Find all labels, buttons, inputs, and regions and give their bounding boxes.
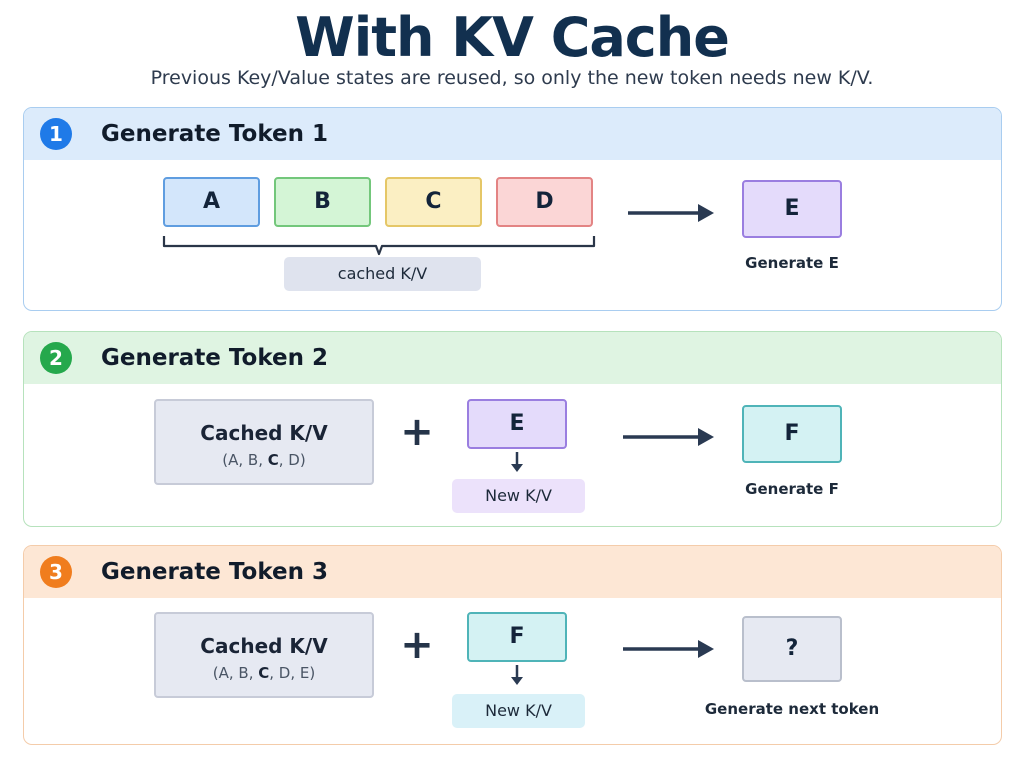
step-2-header: 2 Generate Token 2: [24, 332, 1001, 384]
new-kv-label: New K/V: [452, 694, 585, 728]
arrow-down-icon: [511, 452, 523, 472]
cached-kv-tokens: (A, B, C, D, E): [212, 664, 316, 682]
new-token-f: F: [467, 612, 567, 662]
cached-brace: [162, 236, 596, 256]
cached-kv-box: Cached K/V (A, B, C, D): [154, 399, 374, 485]
plus-sign: +: [400, 622, 434, 668]
cached-kv-tokens: (A, B, C, D): [222, 451, 306, 469]
step-2-badge: 2: [40, 342, 72, 374]
step-3-header: 3 Generate Token 3: [24, 546, 1001, 598]
output-caption: Generate F: [745, 480, 839, 498]
page-title: With KV Cache: [295, 6, 730, 69]
new-kv-label: New K/V: [452, 479, 585, 513]
output-token-e: E: [742, 180, 842, 238]
step-2-title: Generate Token 2: [101, 345, 329, 371]
output-caption: Generate E: [745, 254, 839, 272]
token-c: C: [385, 177, 482, 227]
step-3-badge: 3: [40, 556, 72, 588]
output-token-next: ?: [742, 616, 842, 682]
step-2-panel: 2 Generate Token 2 Cached K/V (A, B, C, …: [23, 331, 1002, 527]
cached-kv-title: Cached K/V: [200, 421, 328, 445]
step-1-title: Generate Token 1: [101, 121, 329, 147]
arrow-right-icon: [623, 428, 714, 446]
step-1-header: 1 Generate Token 1: [24, 108, 1001, 160]
output-caption: Generate next token: [704, 700, 880, 718]
step-1-badge: 1: [40, 118, 72, 150]
output-token-f: F: [742, 405, 842, 463]
cached-kv-label: cached K/V: [284, 257, 481, 291]
arrow-down-icon: [511, 665, 523, 685]
token-a: A: [163, 177, 260, 227]
step-3-panel: 3 Generate Token 3 Cached K/V (A, B, C, …: [23, 545, 1002, 745]
step-1-panel: 1 Generate Token 1 A B C D cached K/V E …: [23, 107, 1002, 311]
token-b: B: [274, 177, 371, 227]
cached-kv-title: Cached K/V: [200, 634, 328, 658]
cached-kv-box: Cached K/V (A, B, C, D, E): [154, 612, 374, 698]
arrow-right-icon: [623, 640, 714, 658]
plus-sign: +: [400, 409, 434, 455]
new-token-e: E: [467, 399, 567, 449]
arrow-right-icon: [628, 204, 714, 222]
step-3-title: Generate Token 3: [101, 559, 329, 585]
token-d: D: [496, 177, 593, 227]
page-subtitle: Previous Key/Value states are reused, so…: [150, 67, 874, 89]
